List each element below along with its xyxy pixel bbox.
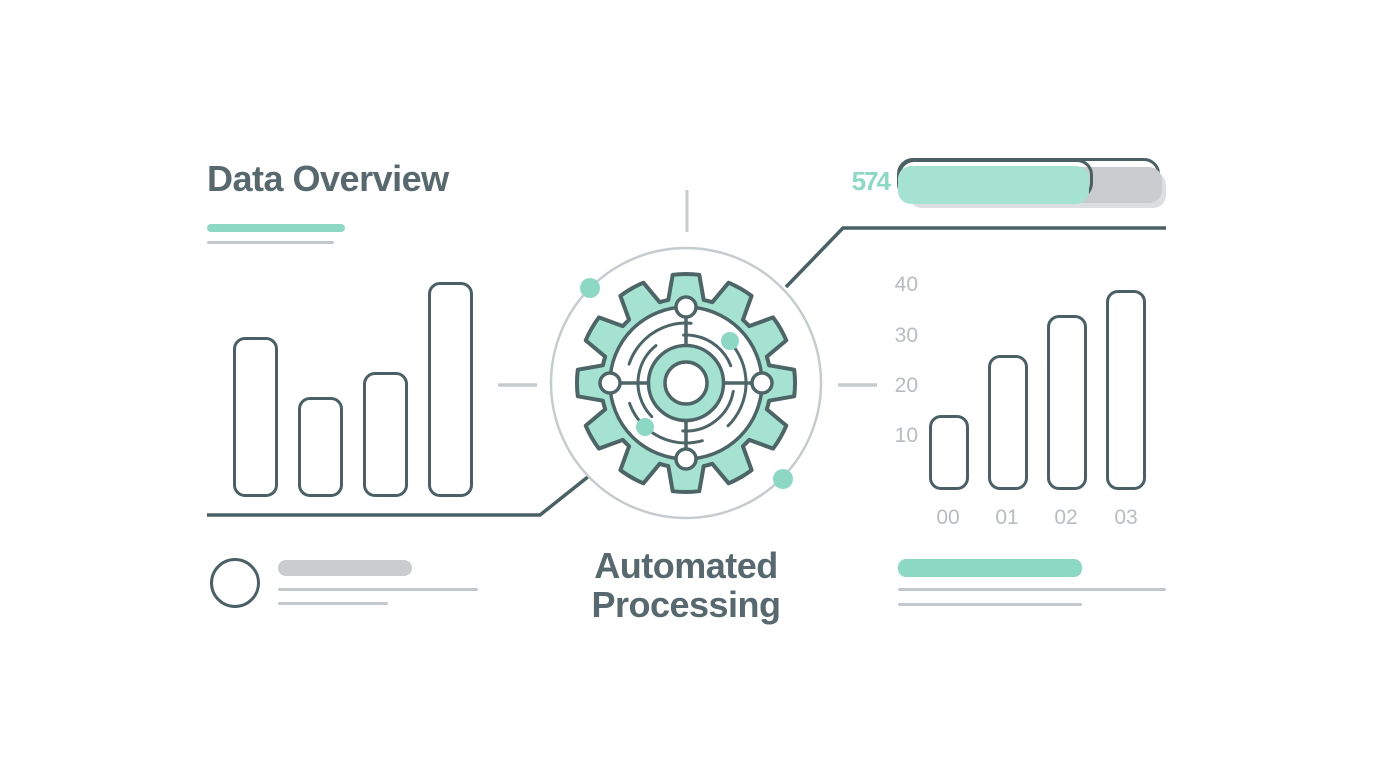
- process-label-line2: Processing: [591, 584, 781, 625]
- gear-icon: [574, 271, 798, 495]
- process-label: Automated Processing: [526, 546, 846, 624]
- right-chart-bar-2: [988, 355, 1028, 490]
- ytick-40: 40: [894, 273, 918, 296]
- left-chart-bar-1: [233, 337, 278, 497]
- left-bar-chart: [207, 260, 517, 497]
- gear-arc-ring-inner: [636, 333, 736, 433]
- xtick-02: 02: [1054, 506, 1078, 529]
- xtick-03: 03: [1114, 506, 1138, 529]
- right-chart-bar-1: [929, 415, 969, 490]
- left-chart-bar-2: [298, 397, 343, 497]
- progress-value-label: 574: [851, 166, 891, 196]
- title-underline-teal: [207, 224, 345, 232]
- left-connector-line: [207, 474, 591, 517]
- progress-bar-fill: [898, 159, 1094, 199]
- title-underline-gray: [207, 241, 334, 244]
- legend-pill-gray: [278, 560, 412, 576]
- right-line-2: [898, 603, 1082, 606]
- legend-circle: [210, 558, 260, 608]
- right-chart-bar-3: [1047, 315, 1087, 490]
- process-label-line1: Automated: [594, 545, 778, 586]
- orbit-dot-bottom-right: [773, 469, 793, 489]
- gear-hub-center: [663, 360, 709, 406]
- progress-bar: [897, 158, 1160, 200]
- ytick-20: 20: [894, 374, 918, 397]
- xtick-01: 01: [995, 506, 1019, 529]
- right-connector-line: [784, 226, 1166, 289]
- gear-node-dot-teal-2: [636, 418, 654, 436]
- right-line-1: [898, 588, 1166, 591]
- right-chart-bar-4: [1106, 290, 1146, 490]
- ytick-10: 10: [894, 424, 918, 447]
- gear-node-dots-white: [598, 295, 774, 471]
- xtick-00: 00: [936, 506, 960, 529]
- gear-node-dot-teal-1: [721, 332, 739, 350]
- right-chart-plot: [900, 280, 1170, 490]
- ytick-30: 30: [894, 324, 918, 347]
- left-chart-bar-3: [363, 372, 408, 497]
- legend-line-2: [278, 602, 388, 605]
- right-pill-teal: [898, 559, 1082, 577]
- page-title: Data Overview: [207, 158, 449, 199]
- legend-line-1: [278, 588, 478, 591]
- gear-outer-circle: [549, 246, 823, 520]
- orbit-dot-top-left: [580, 278, 600, 298]
- left-chart-bar-4: [428, 282, 473, 497]
